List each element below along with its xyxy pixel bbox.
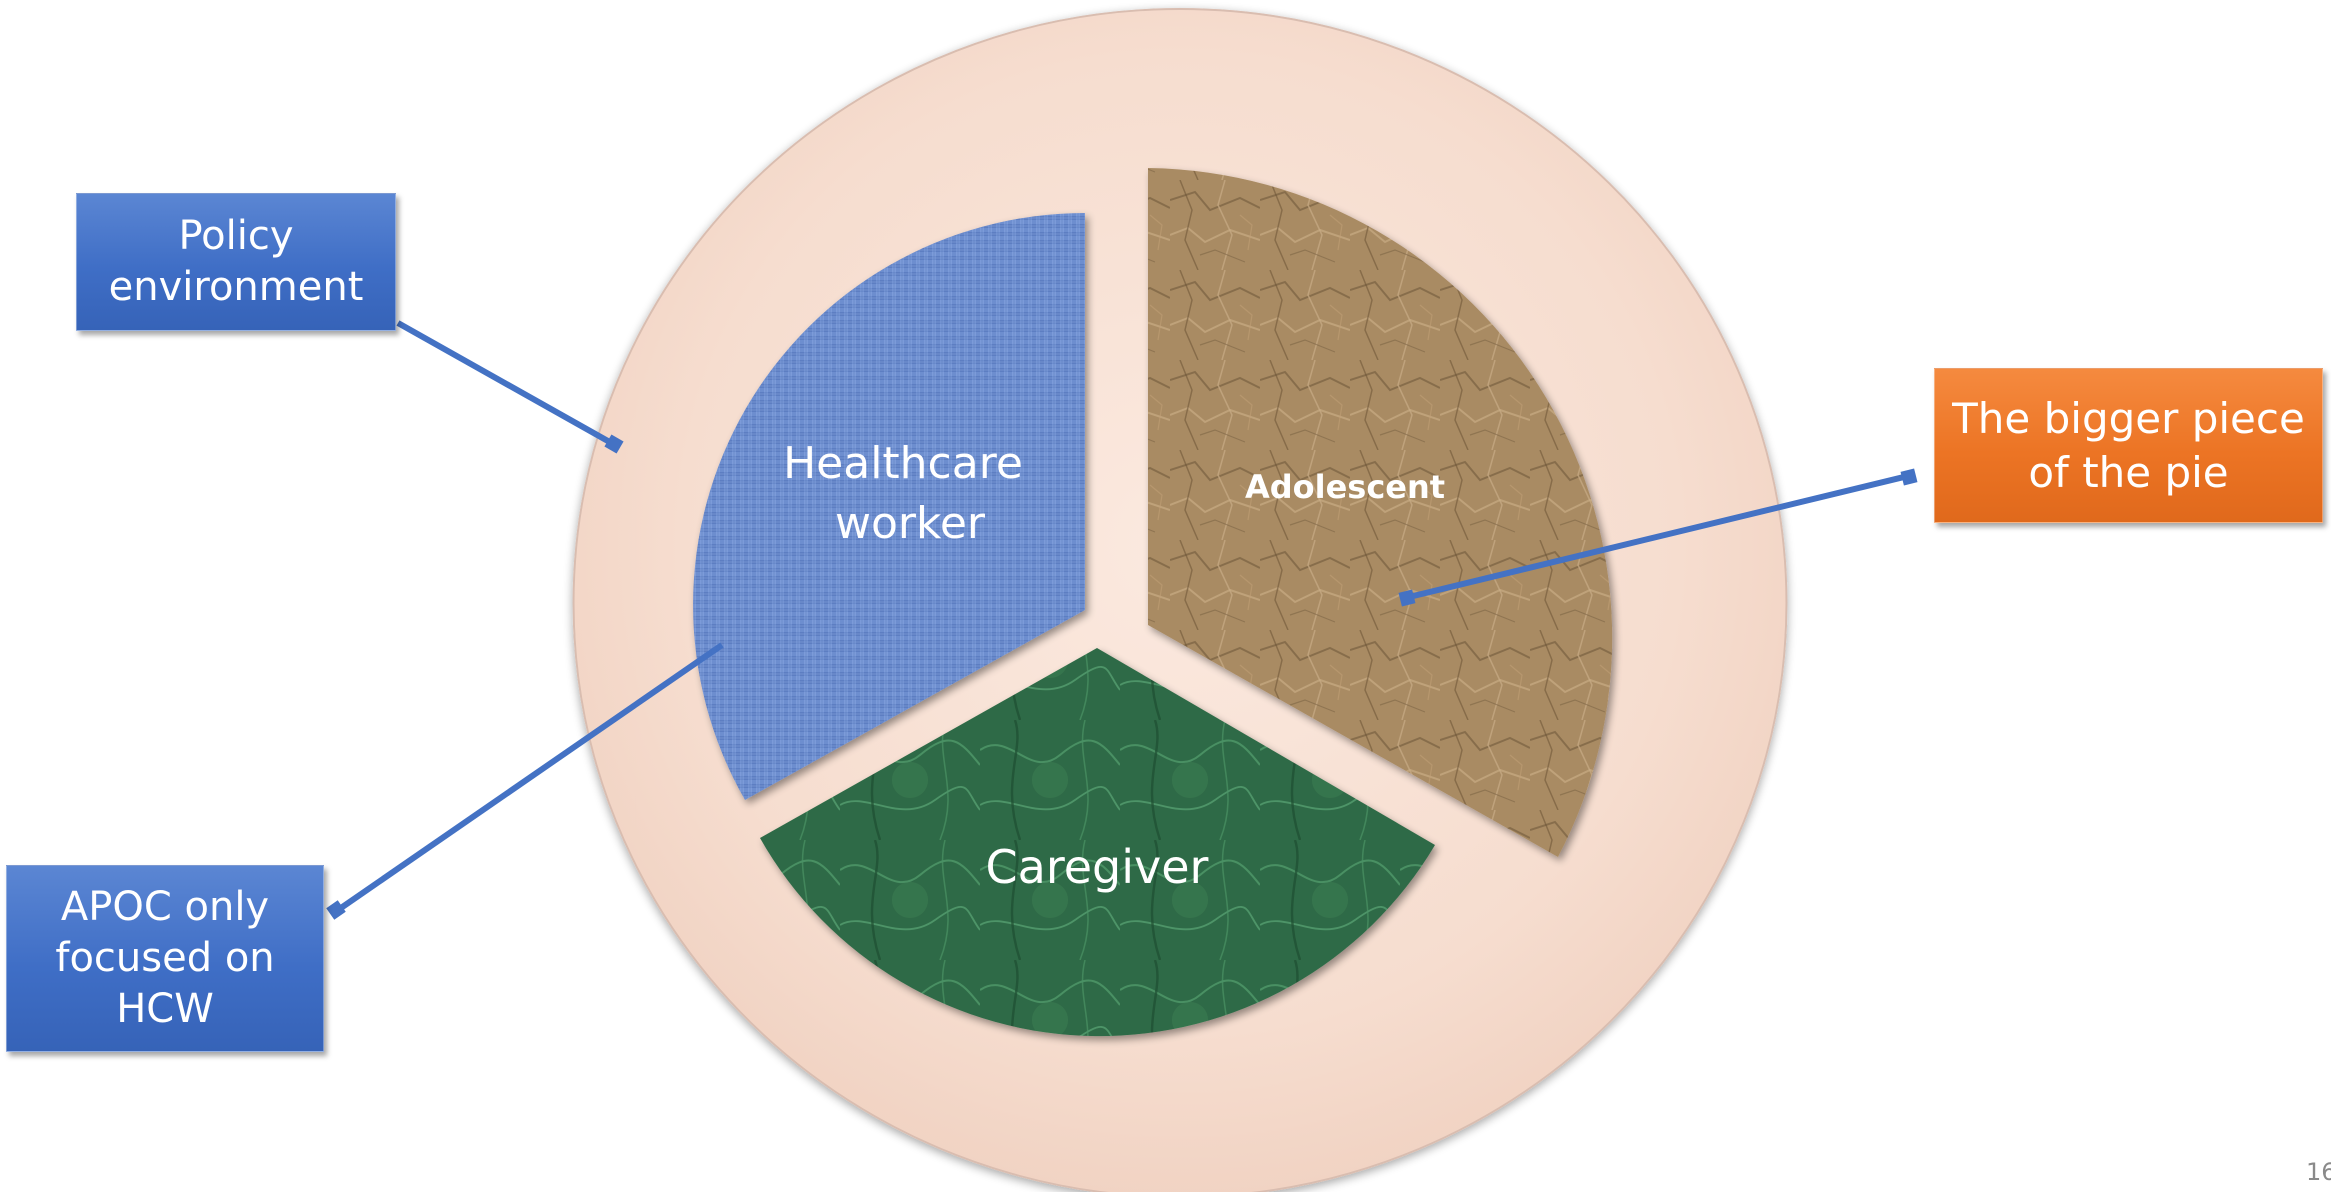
arrow-policy bbox=[398, 323, 624, 454]
page-number: 16 bbox=[2306, 1158, 2331, 1186]
bigger-piece-callout: The bigger piece of the pie bbox=[1934, 368, 2323, 523]
adolescent-label: Adolescent bbox=[1245, 468, 1445, 506]
apoc-focus-callout: APOC only focused on HCW bbox=[6, 865, 324, 1052]
caregiver-label: Caregiver bbox=[986, 840, 1209, 894]
policy-environment-callout: Policy environment bbox=[76, 193, 396, 331]
